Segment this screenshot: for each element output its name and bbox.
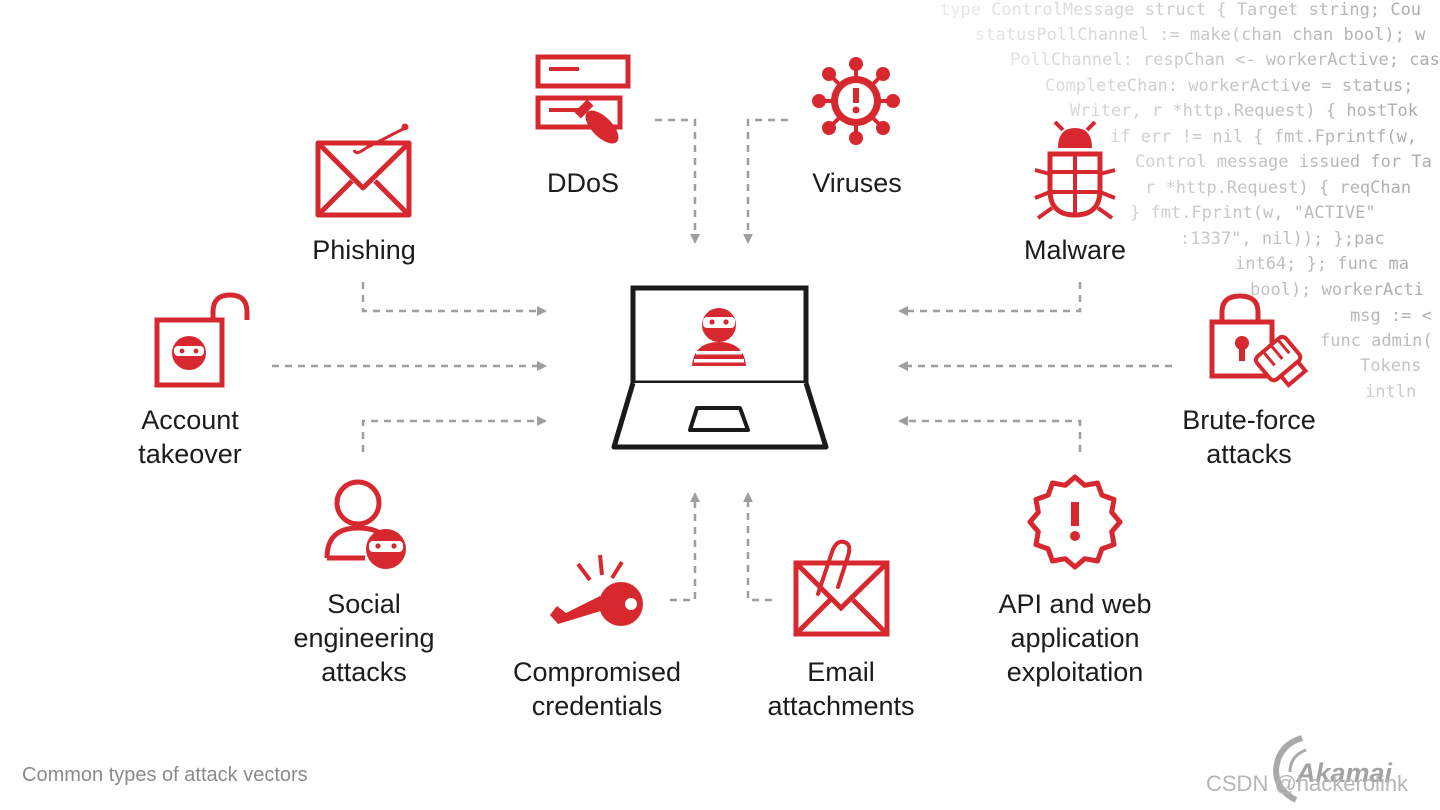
label-line: engineering [293, 623, 435, 653]
connector-viruses [743, 118, 788, 244]
connector-compromised-credentials [670, 492, 700, 602]
hacker-icon [692, 308, 746, 366]
ddos-icon [535, 54, 631, 144]
label-line: credentials [531, 691, 663, 721]
label-account-takeover: Account takeover [138, 403, 242, 471]
warning-badge-icon [1027, 474, 1123, 570]
akamai-logo: Akamai [1272, 735, 1393, 803]
csdn-watermark: CSDN @hackerolink [1206, 771, 1409, 796]
figure-caption: Common types of attack vectors [22, 764, 308, 786]
key-icon [550, 554, 643, 626]
label-brute-force: Brute-force attacks [1182, 403, 1316, 471]
label-line: Compromised [512, 657, 682, 687]
label-line: Brute-force [1182, 405, 1316, 435]
connector-ddos [655, 118, 700, 244]
label-line: Email [807, 657, 875, 687]
label-phishing: Phishing [312, 233, 416, 267]
label-compromised-credentials: Compromised credentials [513, 655, 681, 723]
connector-email-attachments [743, 492, 772, 602]
laptop-icon [611, 285, 829, 450]
bug-icon [1034, 120, 1116, 220]
label-line: API and web [998, 589, 1152, 619]
connector-api [898, 416, 1082, 452]
label-line: attachments [767, 691, 915, 721]
label-line: attacks [321, 657, 407, 687]
label-malware: Malware [1024, 233, 1126, 267]
label-line: attacks [1206, 439, 1292, 469]
padlock-hand-icon [1209, 293, 1309, 388]
connector-social-engineering [361, 416, 547, 452]
connector-malware [898, 282, 1082, 316]
connector-phishing [361, 282, 547, 316]
label-line: Social [327, 589, 401, 619]
label-line: exploitation [1006, 657, 1144, 687]
akamai-logo-text: Akamai [1295, 758, 1393, 788]
phishing-icon [315, 123, 412, 218]
label-line: DDoS [546, 168, 620, 198]
label-line: takeover [138, 439, 242, 469]
label-line: application [1010, 623, 1140, 653]
label-line: Account [141, 405, 239, 435]
label-email-attachments: Email attachments [767, 655, 914, 723]
label-line: Malware [1023, 235, 1127, 265]
email-attachment-icon [793, 539, 890, 637]
label-line: Viruses [812, 168, 902, 198]
label-api-exploitation: API and web application exploitation [998, 587, 1151, 689]
social-engineer-icon [324, 479, 406, 569]
label-viruses: Viruses [812, 166, 902, 200]
label-social-engineering: Social engineering attacks [293, 587, 434, 689]
label-ddos: DDoS [547, 166, 619, 200]
virus-icon [812, 57, 900, 145]
label-line: Phishing [312, 235, 416, 265]
open-padlock-icon [154, 292, 250, 388]
